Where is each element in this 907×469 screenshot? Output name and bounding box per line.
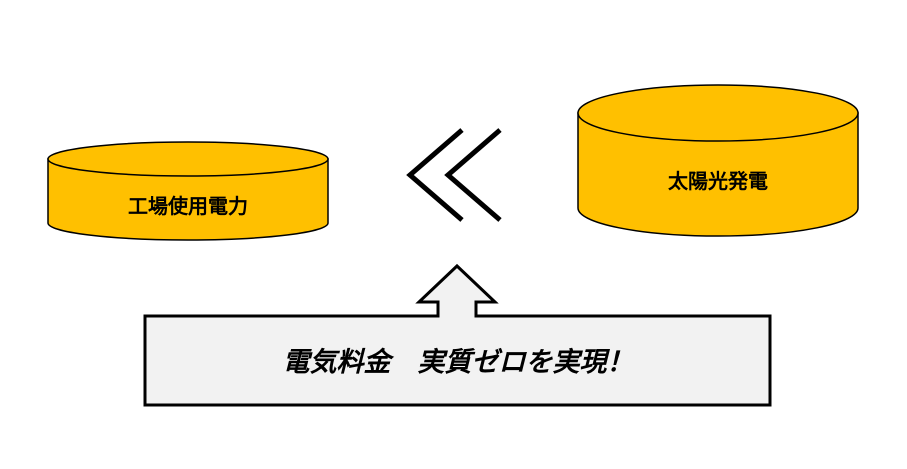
chevron-inner: [444, 128, 502, 222]
chevron-outer: [406, 128, 464, 222]
solar-cylinder-top: [577, 84, 859, 142]
solar-cylinder-body: [577, 112, 859, 237]
factory-power-cylinder: 工場使用電力: [47, 141, 329, 241]
double-chevron-left-icon: [406, 128, 502, 222]
factory-power-label: 工場使用電力: [128, 194, 248, 218]
solar-power-cylinder: 太陽光発電: [577, 84, 859, 237]
factory-cylinder-top: [47, 141, 329, 177]
up-arrow-callout: 電気料金 実質ゼロを実現！: [143, 263, 772, 407]
factory-cylinder-body: [47, 158, 329, 241]
callout-message: 電気料金 実質ゼロを実現！: [283, 347, 634, 378]
solar-power-label: 太陽光発電: [668, 169, 768, 193]
callout-shape: [143, 263, 772, 407]
